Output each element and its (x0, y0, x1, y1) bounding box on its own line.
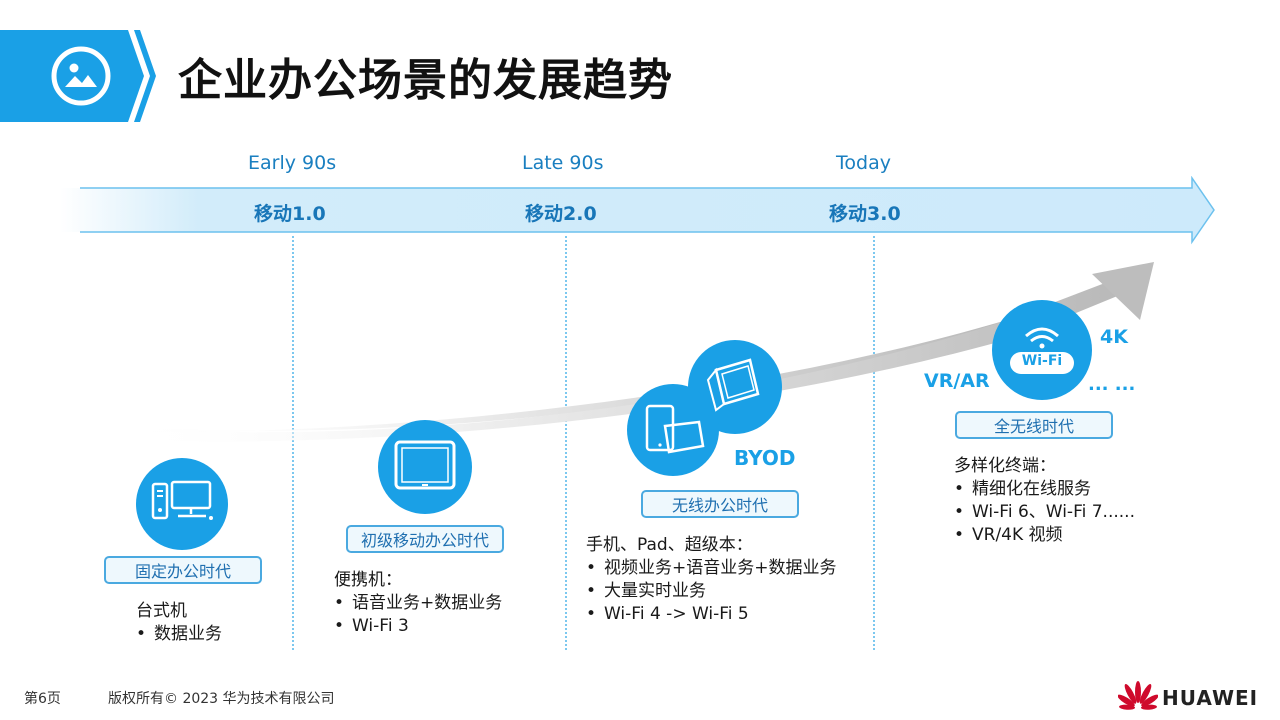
era-label-early-90s: Early 90s (248, 152, 337, 174)
stage-4-description: 多样化终端： 精细化在线服务 Wi-Fi 6、Wi-Fi 7...... VR/… (954, 455, 1135, 547)
stage-4-bullet: 精细化在线服务 (954, 478, 1135, 501)
wifi-icon (992, 300, 1092, 400)
stage-3-bullet: 视频业务+语音业务+数据业务 (586, 557, 837, 580)
vr-ar-tag: VR/AR (924, 370, 990, 392)
stage-2-bullet: 语音业务+数据业务 (334, 592, 502, 615)
mobile-2-label: 移动2.0 (525, 203, 597, 225)
page-title: 企业办公场景的发展趋势 (178, 55, 673, 106)
era-divider-1 (292, 236, 294, 650)
era-divider-2 (565, 236, 567, 650)
mobile-1-label: 移动1.0 (254, 203, 326, 225)
laptop-icon (378, 420, 472, 514)
stage-1-device-heading: 台式机 (136, 601, 187, 621)
era-label-late-90s: Late 90s (522, 152, 604, 174)
page-number: 第6页 (24, 691, 61, 707)
tablet-phone-icon (627, 384, 719, 476)
stage-4-device-heading: 多样化终端： (954, 456, 1056, 476)
copyright-text: 版权所有© 2023 华为技术有限公司 (108, 691, 335, 707)
era-label-today: Today (836, 152, 891, 174)
wifi-label: Wi-Fi (1021, 353, 1063, 369)
byod-tag: BYOD (734, 446, 796, 470)
stage-4-bullet: VR/4K 视频 (954, 524, 1135, 547)
desktop-computer-icon (136, 458, 228, 550)
stage-badge-wireless-office: 无线办公时代 (641, 490, 799, 518)
stage-2-device-heading: 便携机： (334, 570, 402, 590)
stage-2-description: 便携机： 语音业务+数据业务 Wi-Fi 3 (334, 569, 502, 638)
image-icon (50, 45, 112, 107)
timeline-arrow (0, 175, 1220, 246)
stage-2-bullet: Wi-Fi 3 (334, 615, 502, 638)
4k-tag: 4K (1100, 326, 1128, 348)
header-banner (0, 30, 160, 122)
stage-4-bullet: Wi-Fi 6、Wi-Fi 7...... (954, 501, 1135, 524)
stage-badge-all-wireless: 全无线时代 (955, 411, 1113, 439)
stage-badge-early-mobile-office: 初级移动办公时代 (346, 525, 504, 553)
stage-1-description: 台式机 数据业务 (136, 600, 222, 646)
stage-1-bullet: 数据业务 (136, 623, 222, 646)
stage-3-bullet: 大量实时业务 (586, 580, 837, 603)
growth-curve-arrow (0, 250, 1280, 670)
ellipsis-tag: ... ... (1088, 374, 1136, 395)
stage-3-device-heading: 手机、Pad、超级本： (586, 535, 753, 555)
stage-3-description: 手机、Pad、超级本： 视频业务+语音业务+数据业务 大量实时业务 Wi-Fi … (586, 534, 837, 626)
huawei-logo-icon (1117, 680, 1159, 714)
header-banner-shape (0, 30, 156, 122)
stage-badge-fixed-office: 固定办公时代 (104, 556, 262, 584)
huawei-brand-text: HUAWEI (1162, 686, 1259, 710)
stage-3-bullet: Wi-Fi 4 -> Wi-Fi 5 (586, 603, 837, 626)
era-divider-3 (873, 236, 875, 650)
mobile-3-label: 移动3.0 (829, 203, 901, 225)
